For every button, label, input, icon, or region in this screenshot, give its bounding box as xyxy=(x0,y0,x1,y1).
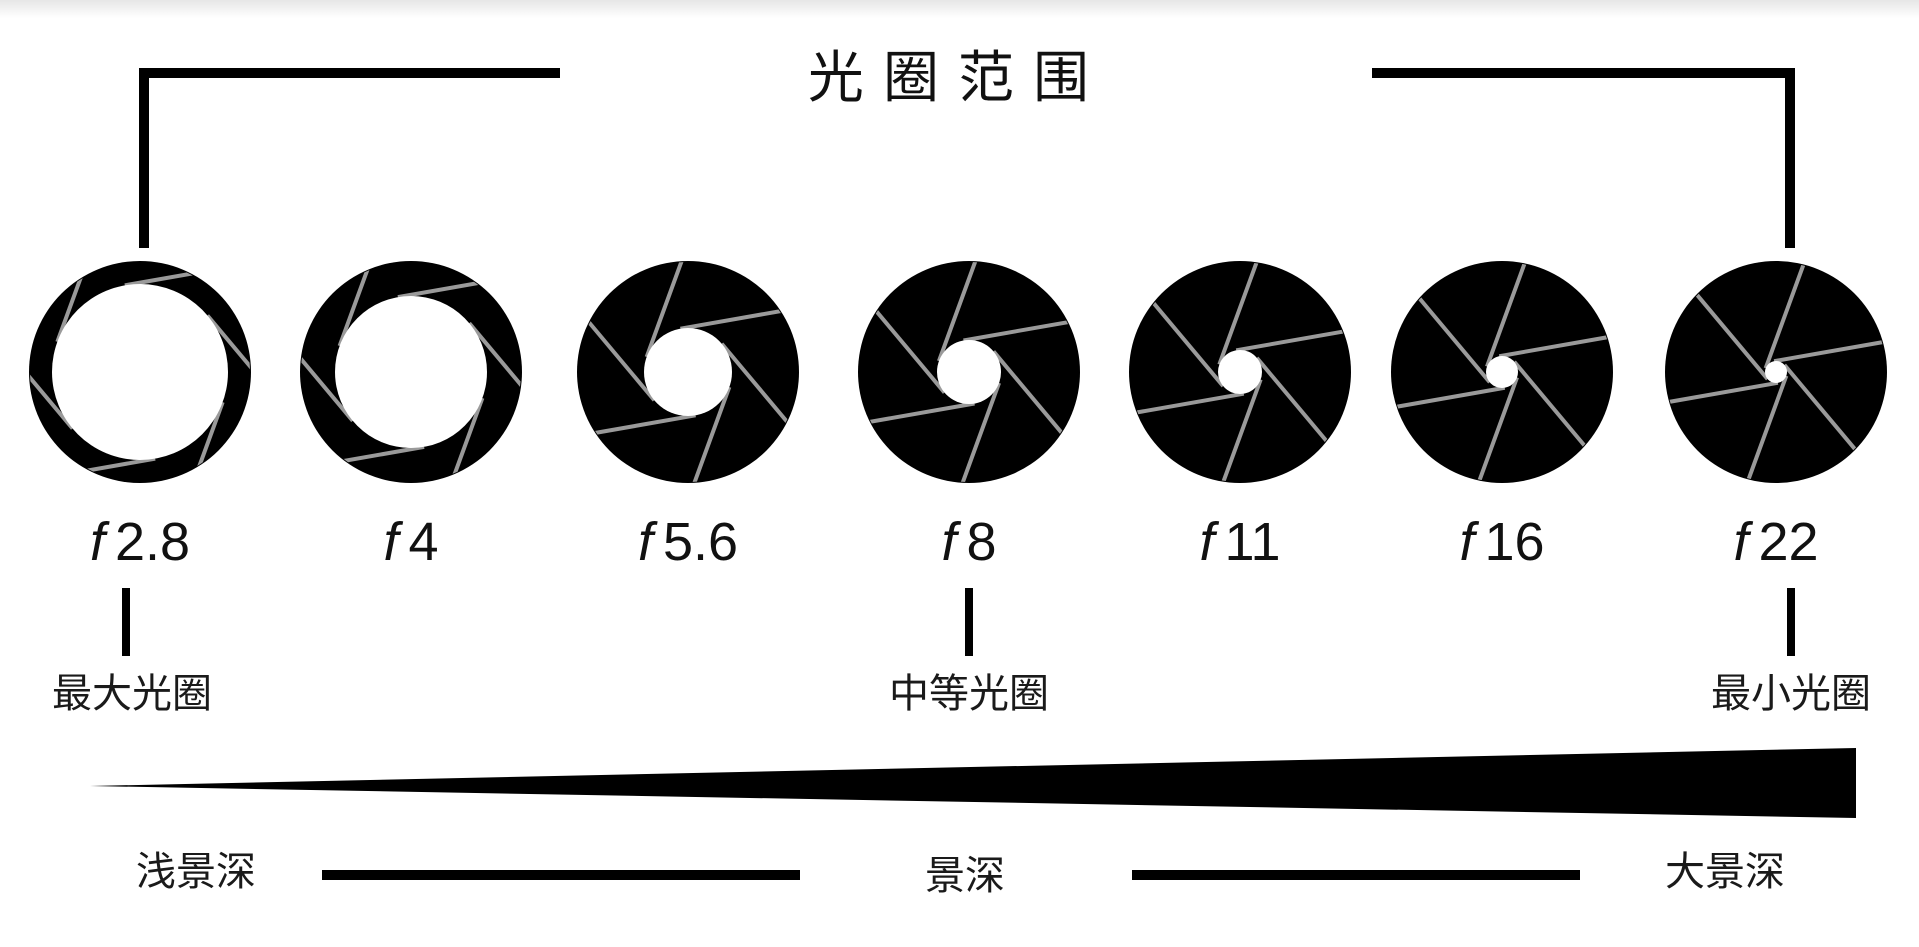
f-prefix: f xyxy=(1733,512,1749,572)
blade-lines xyxy=(30,262,250,482)
blade-line xyxy=(991,350,1073,446)
bracket-left xyxy=(139,68,560,248)
label-dof: 景深 xyxy=(925,853,1005,899)
blade-line xyxy=(439,397,485,482)
top-shade xyxy=(0,0,1919,18)
label-min-aperture: 最小光圈 xyxy=(1711,671,1871,717)
blade-line xyxy=(1485,262,1531,368)
depth-wedge xyxy=(90,748,1856,818)
blade-line xyxy=(859,401,975,427)
label-deep-dof: 大景深 xyxy=(1665,849,1785,895)
f-prefix: f xyxy=(637,512,653,572)
blade-line xyxy=(1763,262,1810,369)
aperture-opening xyxy=(644,328,732,416)
blade-line xyxy=(1255,356,1337,452)
blade-lines xyxy=(1392,262,1612,482)
f-value: 2.8 xyxy=(114,512,191,572)
blade-line xyxy=(1498,333,1612,359)
f-value: 22 xyxy=(1758,512,1819,572)
f-value: 5.6 xyxy=(662,512,739,572)
aperture-opening xyxy=(1486,356,1518,388)
f-prefix: f xyxy=(89,512,105,572)
blade-line xyxy=(30,334,75,430)
blade-line xyxy=(1742,375,1789,482)
blade-line xyxy=(1473,376,1519,482)
label-shallow-dof: 浅景深 xyxy=(136,849,256,895)
label-ticks xyxy=(122,588,1795,656)
blade-line xyxy=(301,326,355,423)
blade-lines xyxy=(1666,262,1886,482)
blade-line xyxy=(1666,380,1779,406)
aperture-opening xyxy=(937,340,1001,404)
title-aperture-range: 光圈范围 xyxy=(807,46,1109,111)
f-prefix: f xyxy=(383,512,399,572)
aperture-8 xyxy=(858,261,1080,483)
label-medium-aperture: 中等光圈 xyxy=(889,671,1049,717)
blade-line xyxy=(1235,327,1350,353)
aperture-circles xyxy=(29,261,1887,483)
blade-line xyxy=(1782,363,1864,459)
blade-line xyxy=(1410,288,1492,384)
blade-line xyxy=(1773,338,1886,364)
aperture-16 xyxy=(1391,261,1613,483)
aperture-opening xyxy=(52,284,228,460)
blade-line xyxy=(467,321,521,418)
aperture-opening xyxy=(1218,350,1262,394)
f-value: 11 xyxy=(1224,512,1281,572)
f-value: 16 xyxy=(1484,512,1545,572)
f-prefix: f xyxy=(1199,512,1215,572)
blade-line xyxy=(1512,360,1594,456)
f-value: 8 xyxy=(966,512,997,572)
blade-line xyxy=(865,298,947,394)
aperture-2.8 xyxy=(29,261,251,483)
aperture-22 xyxy=(1665,261,1887,483)
aperture-opening xyxy=(335,296,487,448)
aperture-4 xyxy=(300,261,522,483)
blade-line xyxy=(337,262,383,347)
blade-line xyxy=(963,317,1079,343)
aperture-opening xyxy=(1765,361,1787,383)
blade-line xyxy=(55,262,101,343)
bracket-right xyxy=(1372,68,1795,248)
blade-line xyxy=(937,262,983,362)
blade-line xyxy=(1143,292,1225,388)
aperture-11 xyxy=(1129,261,1351,483)
blade-line xyxy=(1217,262,1263,366)
blade-line xyxy=(1688,285,1770,381)
blade-lines xyxy=(859,262,1079,482)
blade-line xyxy=(1130,391,1245,417)
aperture-range-bracket xyxy=(139,68,1795,248)
blade-line xyxy=(1217,378,1263,482)
f-value: 4 xyxy=(408,512,439,572)
blade-line xyxy=(205,314,250,410)
f-prefix: f xyxy=(1459,512,1475,572)
label-max-aperture: 最大光圈 xyxy=(52,671,212,717)
aperture-5.6 xyxy=(577,261,799,483)
blade-line xyxy=(955,382,1001,482)
blade-lines xyxy=(1130,262,1350,482)
blade-line xyxy=(1392,385,1506,411)
f-prefix: f xyxy=(941,512,957,572)
blade-line xyxy=(179,401,225,482)
